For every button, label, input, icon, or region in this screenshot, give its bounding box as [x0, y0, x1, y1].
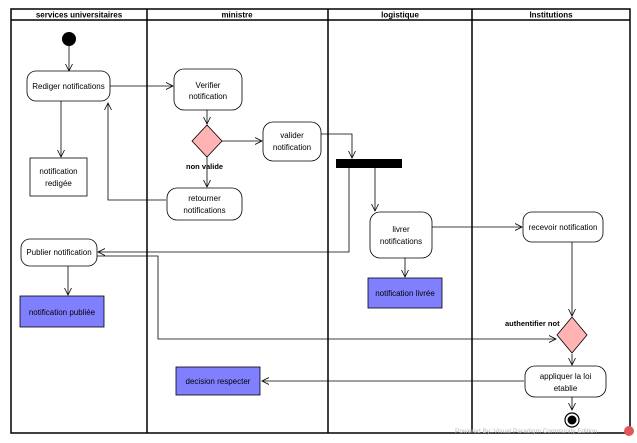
- watermark: Powered By::Visual Paradigm Community Ed…: [455, 426, 634, 436]
- action-rediger-notifications: Rediger notifications: [26, 70, 111, 102]
- object-notification-publiee: notification publiée: [19, 295, 105, 328]
- final-node: [564, 412, 580, 428]
- object-livree-label: notification livrée: [375, 289, 435, 298]
- action-verifier-notification: Verifier notification: [173, 68, 243, 111]
- lane-title-logistique: logistique: [381, 11, 419, 20]
- action-verifier-label-line2: notification: [189, 92, 227, 101]
- action-valider-label-line1: valider: [280, 131, 304, 140]
- object-decision-respecter: decision respecter: [175, 366, 261, 396]
- initial-node: [62, 32, 76, 46]
- object-notification-livree: notification livrée: [367, 277, 443, 309]
- object-redigee-label-line1: notification: [39, 167, 77, 176]
- action-livrer-label-line1: livrer: [392, 225, 410, 234]
- lane-title-institutions: Institutions: [529, 11, 573, 20]
- guard-non-valide: non valide: [186, 162, 223, 171]
- action-publier-label: Publier notification: [26, 248, 91, 257]
- edge-publier-decision: [97, 255, 556, 339]
- object-redigee-label-line2: redigée: [45, 179, 72, 188]
- decision-node-authentification: [556, 316, 588, 354]
- action-publier-notification: Publier notification: [20, 238, 98, 267]
- edge-fork-publier: [98, 168, 350, 252]
- action-recevoir-label: recevoir notification: [529, 223, 598, 232]
- action-valider-label-line2: notification: [273, 143, 311, 152]
- lane-title-ministre: ministre: [221, 11, 253, 20]
- object-decision-label: decision respecter: [186, 377, 251, 386]
- action-appliquer-label-line1: appliquer la loi: [540, 372, 592, 381]
- action-livrer-notifications: livrer notifications: [369, 211, 433, 259]
- decision-node-validation: [191, 124, 223, 158]
- edge-retourner-rediger: [108, 103, 166, 201]
- action-retourner-notifications: retourner notifications: [166, 187, 243, 221]
- connectors: [61, 46, 572, 410]
- action-valider-notification: valider notification: [262, 121, 322, 162]
- fork-bar: [336, 159, 402, 168]
- action-retourner-label-line1: retourner: [188, 194, 221, 203]
- action-appliquer-label-line2: etablie: [554, 384, 578, 393]
- lane-title-services: services universitaires: [36, 11, 123, 20]
- action-verifier-label-line1: Verifier: [196, 81, 221, 90]
- watermark-text: Powered By::Visual Paradigm Community Ed…: [455, 428, 598, 435]
- object-publiee-label: notification publiée: [29, 308, 96, 317]
- swimlane-frame: [10, 8, 631, 434]
- vp-logo-icon: [624, 426, 634, 436]
- edge-valider-fork: [321, 133, 352, 158]
- action-retourner-label-line2: notifications: [183, 206, 225, 215]
- action-appliquer-loi: appliquer la loi etablie: [524, 365, 607, 398]
- object-notification-redigee: notification redigée: [29, 157, 88, 197]
- action-rediger-label: Rediger notifications: [32, 82, 104, 91]
- guard-authentifier-not: authentifier not: [505, 319, 560, 328]
- action-recevoir-notification: recevoir notification: [522, 211, 604, 243]
- action-livrer-label-line2: notifications: [380, 237, 422, 246]
